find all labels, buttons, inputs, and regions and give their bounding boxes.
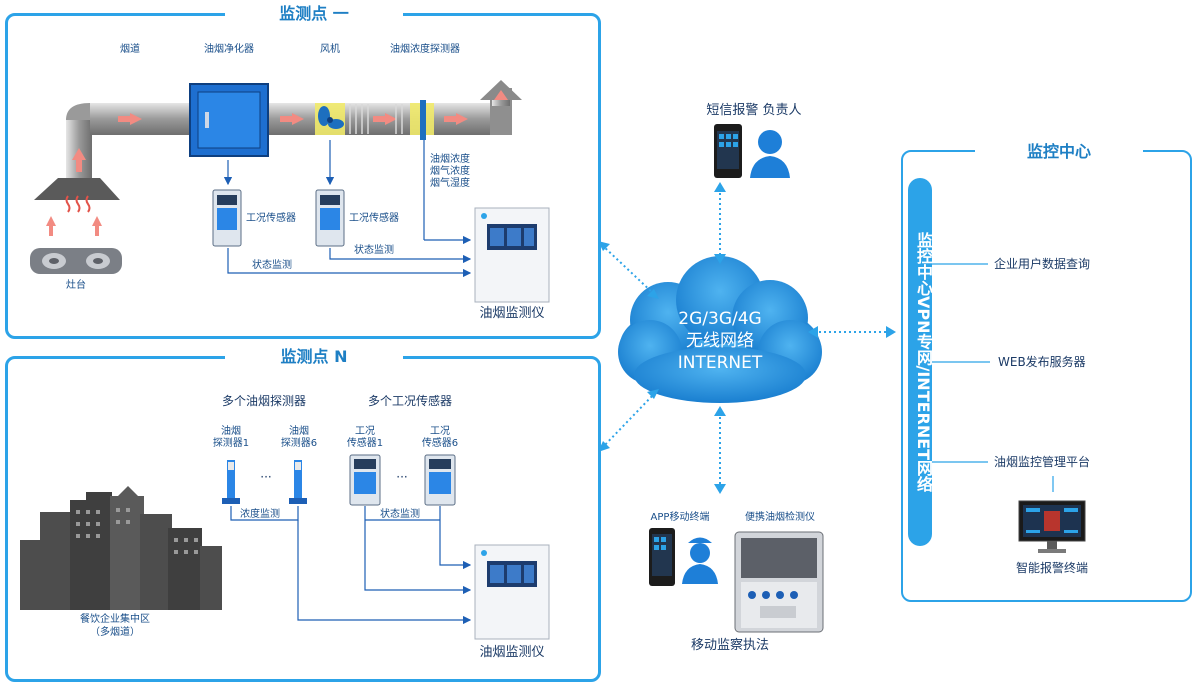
wireless-links (601, 188, 890, 488)
label-sen6-line2: 传感器6 (421, 438, 459, 449)
center-item-web-server: WEB发布服务器 (998, 355, 1086, 369)
label-multi-sensors: 多个工况传感器 (367, 394, 452, 408)
sensor-1 (349, 454, 381, 506)
ellipsis-detectors: ··· (260, 470, 272, 484)
sensor-6 (424, 454, 456, 506)
label-portable-detector: 便携油烟检测仪 (745, 512, 815, 523)
label-alarm-terminal: 智能报警终端 (1015, 561, 1088, 575)
network-line-2: 无线网络 (686, 331, 754, 351)
label-district-line1: 餐饮企业集中区 (80, 614, 150, 625)
label-sensor-a: 工况传感器 (246, 213, 296, 224)
siteN-title: 监测点 N (225, 347, 403, 367)
label-monitor-1: 油烟监测仪 (479, 306, 545, 321)
buildings-skyline (20, 486, 222, 610)
inspector-person-icon (682, 537, 718, 584)
network-line-3: INTERNET (677, 353, 763, 373)
alarm-terminal-monitor (1018, 500, 1086, 553)
fan-icon (318, 106, 344, 129)
label-concentration: 浓度监测 (240, 509, 280, 520)
label-reading-3: 烟气湿度 (430, 178, 470, 189)
site1-signal-lines (223, 140, 472, 278)
ellipsis-sensors: ··· (396, 470, 408, 484)
wireless-cloud (618, 256, 822, 403)
label-status-b: 状态监测 (354, 245, 394, 256)
label-det6-line1: 油烟 (289, 426, 309, 437)
detector-1 (222, 460, 240, 504)
label-reading-1: 油烟浓度 (430, 154, 470, 165)
label-det1-line1: 油烟 (221, 426, 241, 437)
label-detector: 油烟浓度探测器 (390, 44, 460, 55)
condition-sensor-b (315, 189, 345, 247)
link-arrowheads (598, 182, 896, 494)
label-fan: 风机 (320, 44, 340, 55)
label-district-line2: （多烟道） (90, 627, 140, 638)
label-monitor-N: 油烟监测仪 (479, 645, 545, 660)
center-branch-lines (932, 263, 1054, 492)
label-sensor-b: 工况传感器 (349, 213, 399, 224)
label-det1-line2: 探测器1 (212, 438, 250, 449)
app-phone-icon (649, 528, 675, 586)
airflow-arrows (46, 113, 468, 236)
manager-person-icon (750, 130, 790, 178)
site1-title: 监测点 一 (225, 4, 403, 24)
network-line-1: 2G/3G/4G (678, 309, 762, 329)
fume-monitor-N (474, 544, 550, 640)
label-sen6-line1: 工况 (430, 426, 450, 437)
heat-waves-icon (65, 195, 91, 213)
label-app-terminal: APP移动终端 (650, 512, 710, 523)
bellows-section (349, 104, 403, 134)
fume-monitor-1 (474, 207, 550, 303)
label-sen1-line2: 传感器1 (346, 438, 384, 449)
label-purifier: 油烟净化器 (204, 44, 254, 55)
fume-detector-probe (420, 100, 426, 140)
label-status-a: 状态监测 (252, 260, 292, 271)
label-reading-2: 烟气浓度 (430, 166, 470, 177)
vpn-network-label: 监控中心VPN专网/INTERNET网络 (914, 231, 933, 493)
center-title: 监控中心 (975, 142, 1143, 162)
center-item-data-query: 企业用户数据查询 (994, 257, 1091, 271)
center-item-management-platform: 油烟监控管理平台 (994, 455, 1091, 469)
label-status-N: 状态监测 (380, 509, 420, 520)
sms-phone-icon (714, 124, 742, 178)
label-det6-line2: 探测器6 (280, 438, 318, 449)
label-stove: 灶台 (66, 280, 86, 291)
outlet-flow-arrow (494, 90, 508, 100)
range-hood (34, 178, 120, 200)
vpn-network-bar (908, 178, 932, 546)
label-sen1-line1: 工况 (355, 426, 375, 437)
label-flue: 烟道 (120, 44, 140, 55)
label-sms-manager: 短信报警 负责人 (706, 103, 802, 118)
label-multi-detectors: 多个油烟探测器 (221, 394, 306, 408)
siteN-signal-lines (230, 506, 472, 625)
condition-sensor-a (212, 189, 242, 247)
detector-6 (289, 460, 307, 504)
portable-detector-case (734, 531, 824, 633)
building-windows (76, 508, 198, 554)
label-mobile-enforcement: 移动监察执法 (690, 638, 769, 653)
